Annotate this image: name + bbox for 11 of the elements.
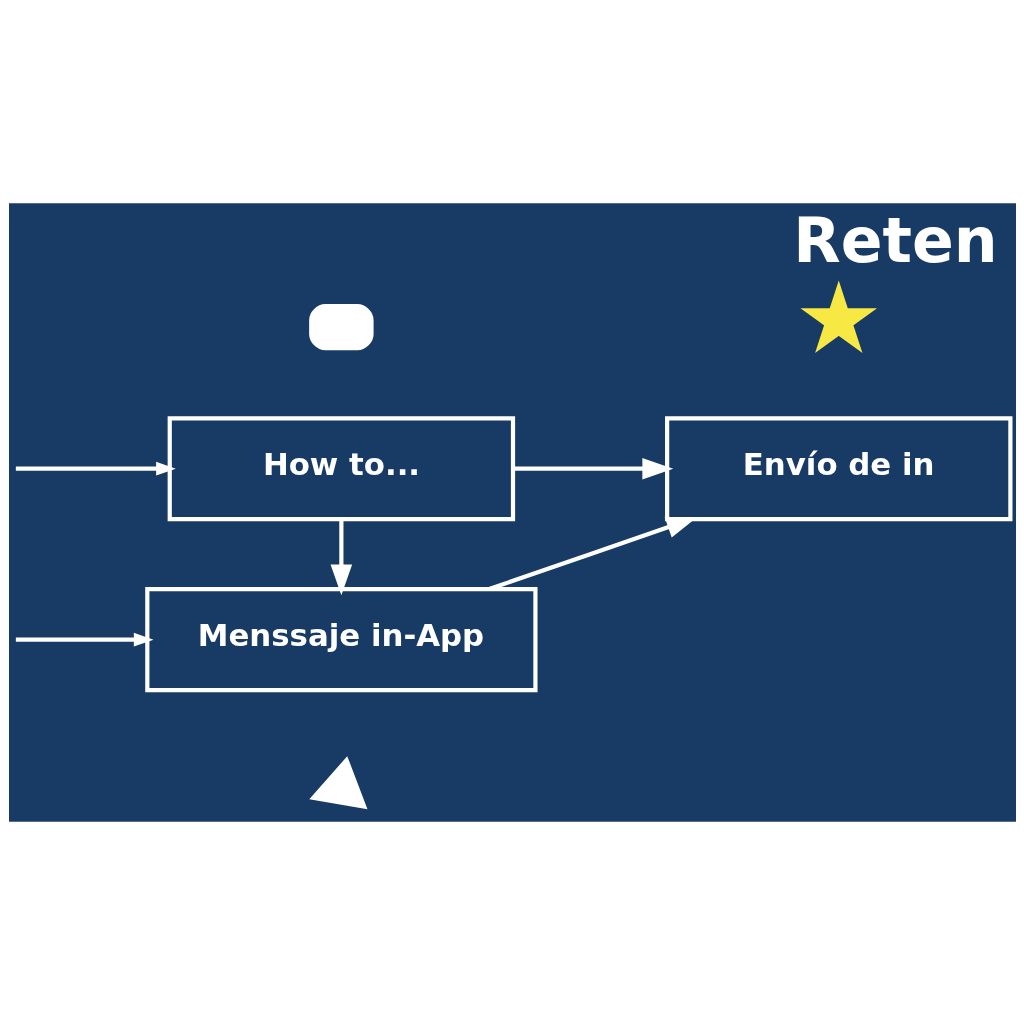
node-box: How to... <box>167 415 515 521</box>
node-plane <box>308 755 367 809</box>
node-star <box>799 280 877 353</box>
node-box: Menssaje in-App <box>144 586 537 692</box>
arrow <box>15 461 176 476</box>
arrow <box>15 632 153 647</box>
node-box: Envío de in <box>664 415 1012 521</box>
diagram-title: Reten <box>792 204 998 277</box>
arrow <box>330 518 352 595</box>
node-envelope <box>308 303 374 350</box>
arrow <box>513 457 673 479</box>
